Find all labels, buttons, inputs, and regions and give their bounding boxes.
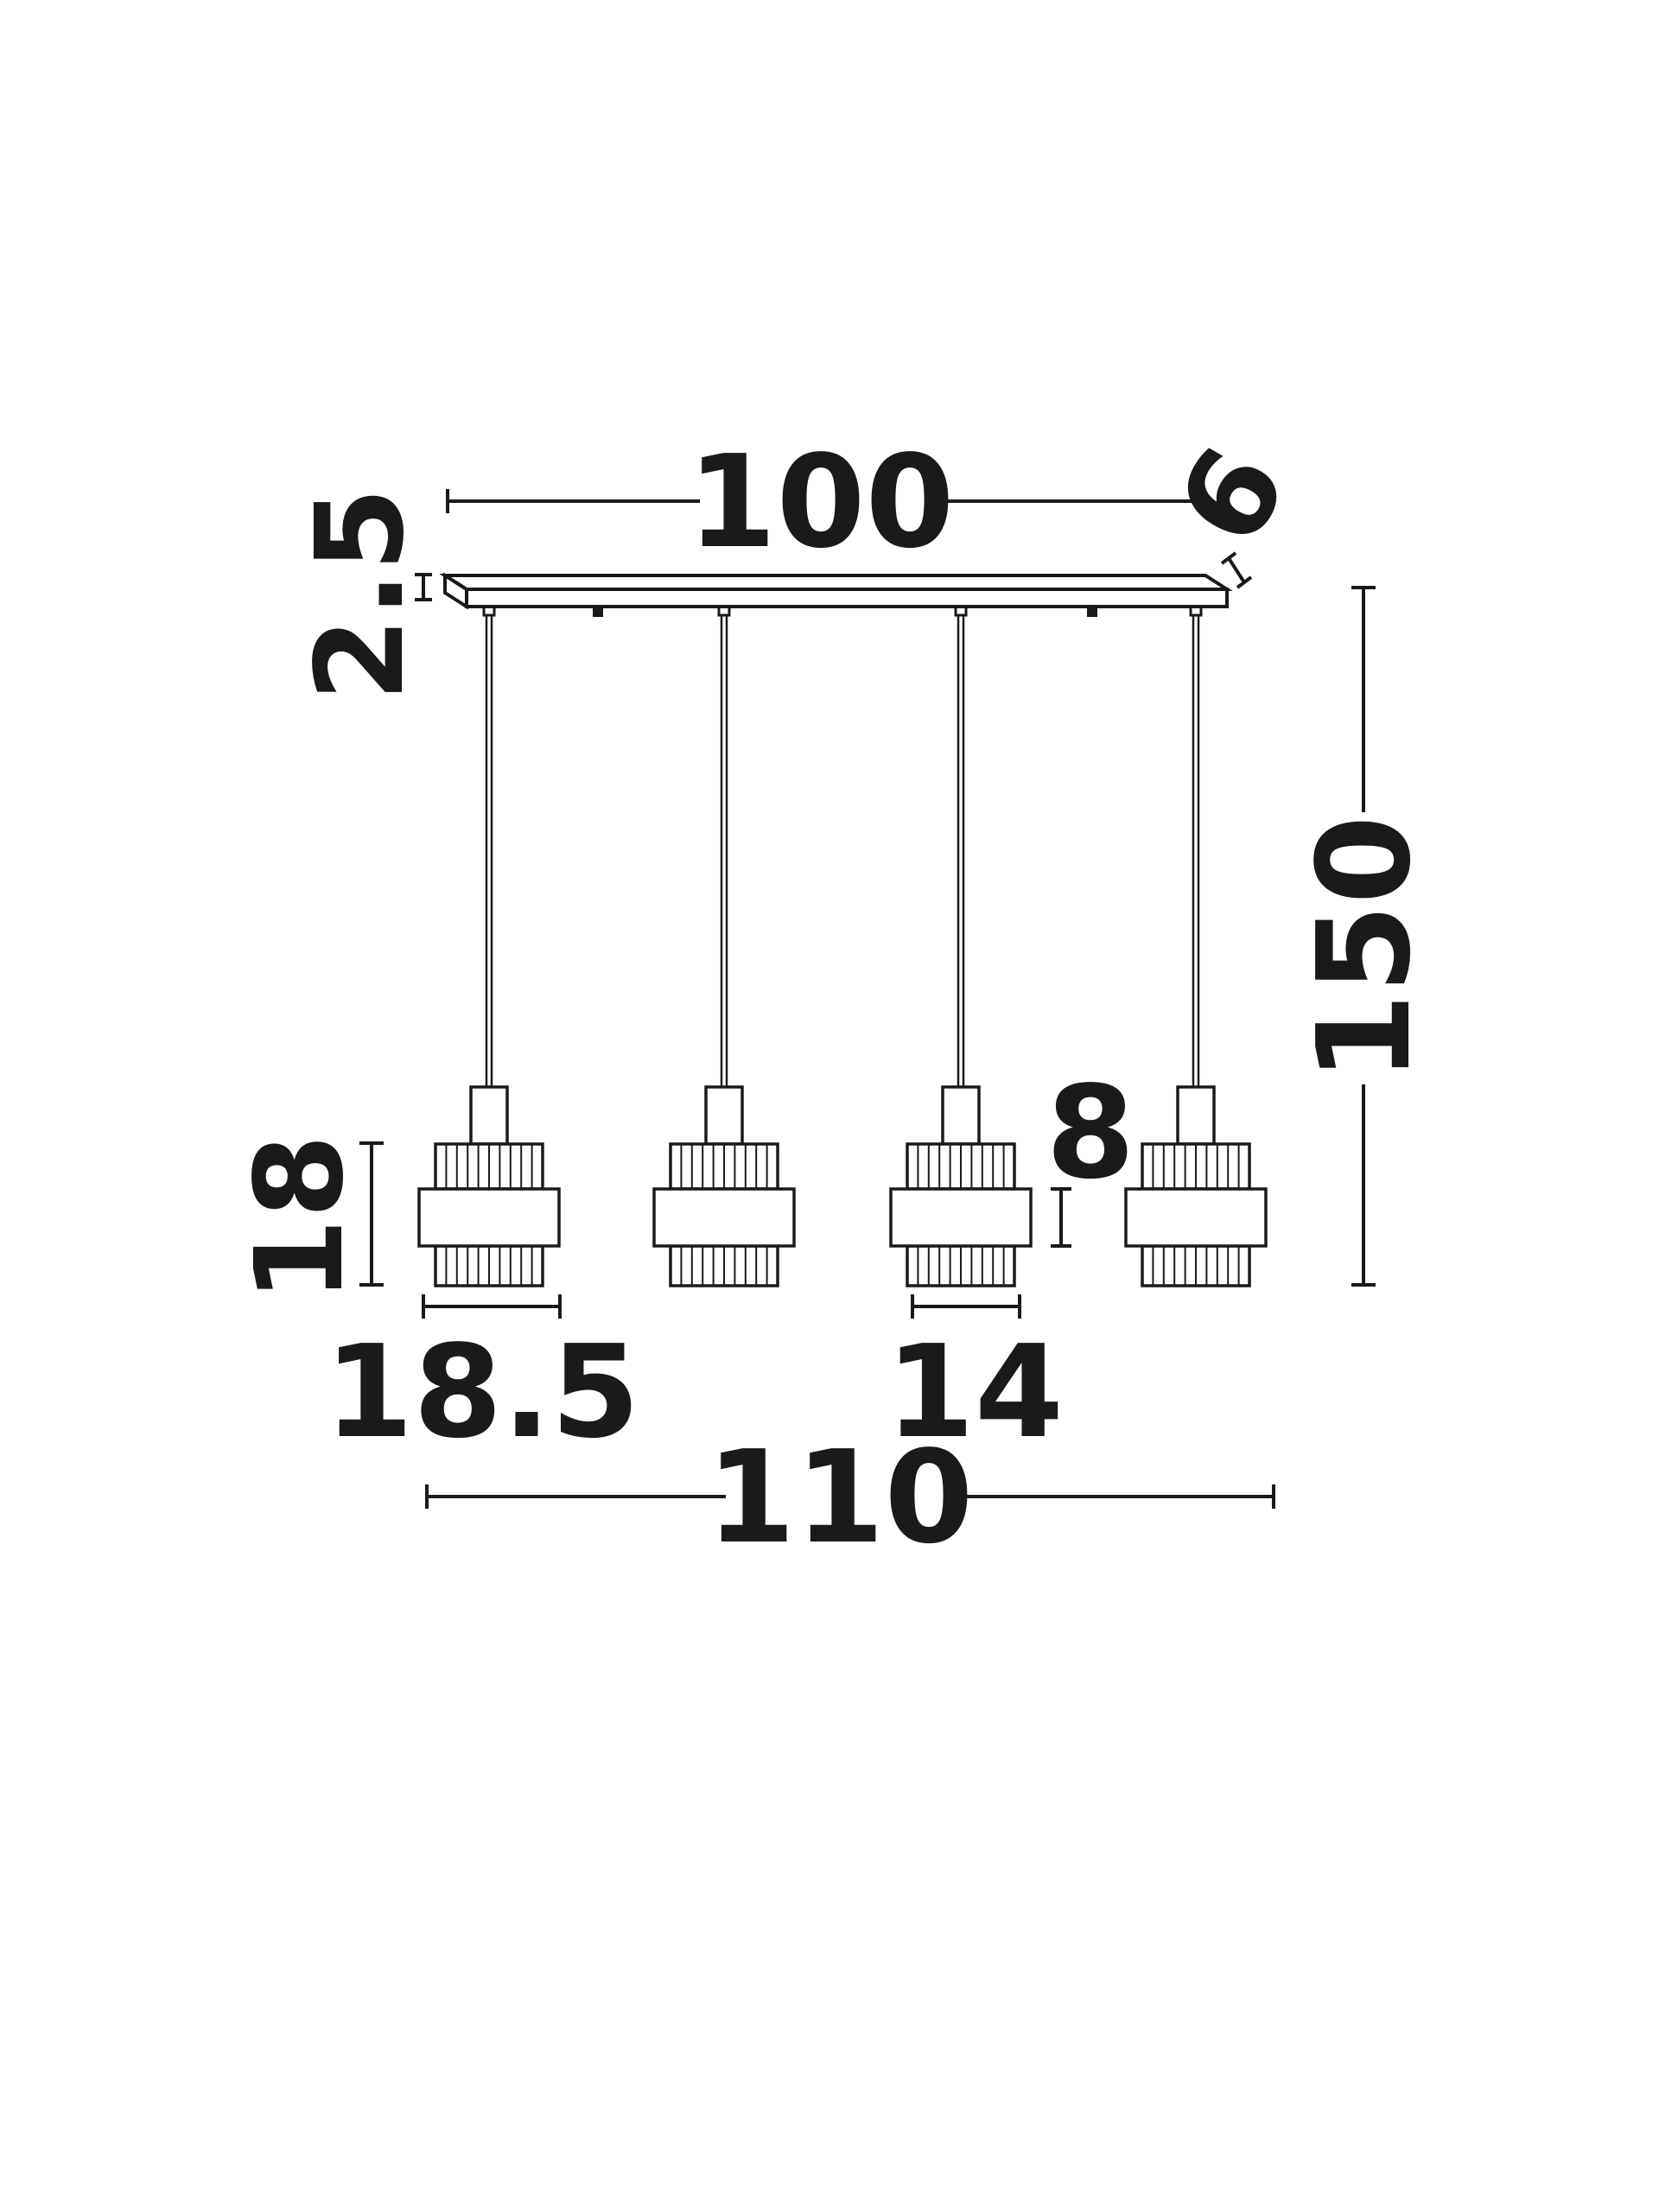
mount-screw-right xyxy=(1087,607,1097,617)
dimension-shade-height: 18 xyxy=(230,1135,384,1303)
mount-screw-left xyxy=(593,607,603,617)
overall-height-label: 150 xyxy=(1290,816,1439,1083)
pendants-group xyxy=(417,605,1268,1287)
canopy xyxy=(439,572,1233,617)
pendant-3 xyxy=(889,605,1033,1287)
pendant-1 xyxy=(417,605,561,1287)
pendant-4 xyxy=(1124,605,1268,1287)
lamp-holder xyxy=(941,1085,981,1146)
shade-band xyxy=(1124,1187,1268,1248)
dimension-overall-width: 110 xyxy=(425,1423,1275,1572)
dimension-canopy-height: 2.5 xyxy=(290,487,432,702)
canopy-depth-label: 6 xyxy=(1151,424,1315,568)
lamp-holder xyxy=(1176,1085,1216,1146)
pendant-2 xyxy=(652,605,796,1287)
shade-inner-diameter-label: 14 xyxy=(886,1318,1064,1466)
canopy-length-label: 100 xyxy=(688,428,955,576)
cord-clamp xyxy=(482,605,496,617)
overall-width-label: 110 xyxy=(707,1423,974,1572)
cord-clamp xyxy=(954,605,968,617)
shade-band xyxy=(652,1187,796,1248)
canopy-height-label: 2.5 xyxy=(290,487,431,702)
band-height-label: 8 xyxy=(1046,1058,1135,1207)
shade-band xyxy=(889,1187,1033,1248)
dimension-shade-outer-diameter: 18.5 xyxy=(324,1294,640,1466)
cord-clamp xyxy=(1189,605,1203,617)
cord-clamp xyxy=(717,605,731,617)
lamp-holder xyxy=(704,1085,744,1146)
dimension-shade-inner-diameter: 14 xyxy=(886,1294,1064,1466)
lamp-holder xyxy=(469,1085,509,1146)
shade-outer-diameter-label: 18.5 xyxy=(324,1318,639,1466)
dimension-canopy-depth: 6 xyxy=(1151,424,1315,589)
shade-band xyxy=(417,1187,561,1248)
dimension-canopy-length: 100 xyxy=(446,428,1206,576)
dimension-band-height: 8 xyxy=(1046,1058,1135,1248)
shade-height-label: 18 xyxy=(230,1135,371,1303)
dimension-overall-height: 150 xyxy=(1290,586,1439,1287)
